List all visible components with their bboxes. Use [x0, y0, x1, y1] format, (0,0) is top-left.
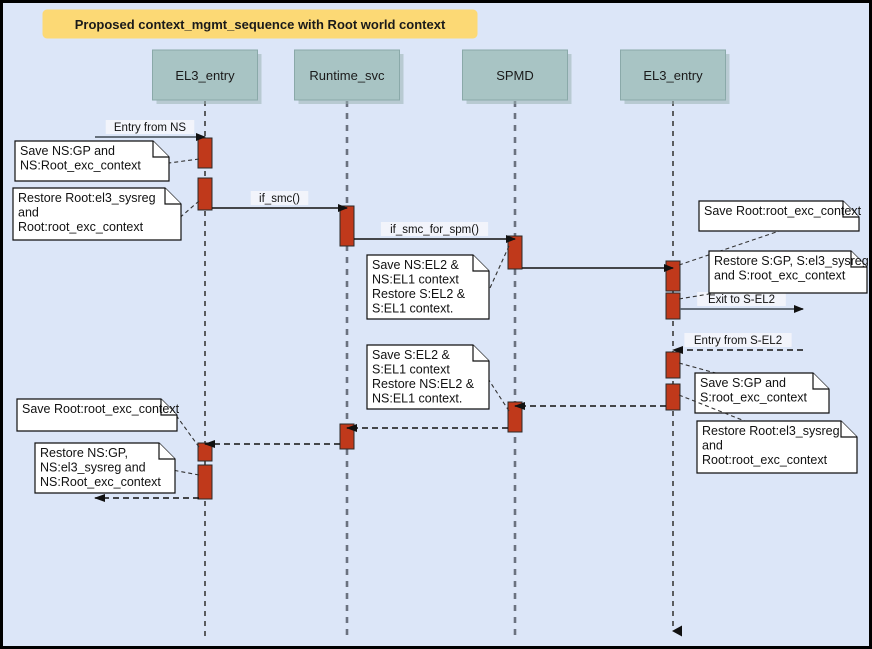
note-connector [168, 158, 200, 164]
note-connector [488, 245, 510, 291]
activation-bar [197, 177, 213, 211]
note-fold-corner [472, 345, 489, 362]
message-label-m1: Entry from NS [114, 122, 187, 134]
note-line: NS:EL1 context [372, 273, 459, 287]
participant-box-spmd[interactable] [462, 49, 568, 101]
participant-label-spmd: SPMD [496, 68, 534, 83]
note-line: and [702, 439, 723, 453]
note-line: Restore NS:EL2 & [372, 377, 475, 391]
note-fold-corner [472, 255, 489, 272]
message-label-bg [697, 292, 786, 306]
activation-bar [665, 260, 681, 292]
message-label-bg [380, 222, 489, 236]
note-line: Save S:GP and [700, 376, 786, 390]
participant-label-el3_left: EL3_entry [175, 68, 235, 83]
note-body [12, 187, 182, 241]
activation-bar [665, 351, 681, 379]
message-label-bg [105, 120, 195, 134]
note-fold-corner [840, 421, 857, 438]
message-label-m6: Entry from S-EL2 [694, 335, 782, 347]
participant-label-el3_right: EL3_entry [643, 68, 703, 83]
note-body [708, 250, 868, 294]
note-line: Root:root_exc_context [702, 453, 828, 467]
note-line: Root:root_exc_context [18, 220, 144, 234]
participant-box-el3_right[interactable] [620, 49, 726, 101]
note-line: and [18, 206, 39, 220]
note-line: Save NS:EL2 & [372, 258, 460, 272]
note-body [698, 200, 860, 232]
note-line: Restore Root:el3_sysreg [18, 191, 156, 205]
note-line: NS:el3_sysreg and [40, 461, 146, 475]
note-connector [488, 379, 510, 412]
note-fold-corner [842, 201, 859, 218]
note-fold-corner [152, 141, 169, 158]
note-line: S:EL1 context. [372, 302, 453, 316]
note-line: NS:EL1 context. [372, 392, 462, 406]
note-fold-corner [158, 443, 175, 460]
note-line: S:EL1 context [372, 363, 450, 377]
note-connector [176, 416, 200, 448]
note-body [14, 140, 170, 182]
message-label-m2: if_smc() [259, 193, 300, 205]
note-connector [678, 394, 818, 451]
notes-layer: Save NS:GP andNS:Root_exc_contextRestore… [12, 140, 869, 494]
title-banner [42, 9, 478, 39]
participant-box-runtime_svc[interactable] [294, 49, 400, 101]
note-body [366, 344, 490, 410]
note-line: S:root_exc_context [700, 391, 808, 405]
note-fold-corner [812, 373, 829, 390]
activation-bar [197, 464, 213, 500]
activations-layer [197, 137, 681, 500]
activation-bar [507, 235, 523, 270]
activation-bar [665, 292, 681, 320]
message-label-bg [250, 191, 309, 205]
note-body [34, 442, 176, 494]
diagram-title: Proposed context_mgmt_sequence with Root… [42, 9, 478, 39]
note-body [694, 372, 830, 414]
note-line: NS:Root_exc_context [40, 475, 161, 489]
note-body [696, 420, 858, 474]
note-line: NS:Root_exc_context [20, 159, 141, 173]
note-line: Save S:EL2 & [372, 348, 450, 362]
note-line: Restore NS:GP, [40, 446, 128, 460]
activation-bar [339, 205, 355, 247]
note-line: Save Root:root_exc_context [704, 204, 862, 218]
note-fold-corner [160, 399, 177, 416]
note-line: Restore S:GP, S:el3_sysreg [714, 254, 869, 268]
participant-label-runtime_svc: Runtime_svc [309, 68, 385, 83]
note-connector [180, 200, 200, 218]
note-fold-corner [164, 188, 181, 205]
diagram-title-text: Proposed context_mgmt_sequence with Root… [75, 17, 446, 32]
note-body [16, 398, 178, 432]
message-label-m5: Exit to S-EL2 [708, 294, 775, 306]
note-line: and S:root_exc_context [714, 269, 846, 283]
activation-bar [665, 383, 681, 411]
note-fold-corner [850, 251, 867, 268]
message-label-bg [684, 333, 792, 347]
activation-bar [197, 442, 213, 462]
note-connector [174, 469, 200, 476]
activation-bar [197, 137, 213, 169]
note-line: Restore Root:el3_sysreg [702, 424, 840, 438]
note-connector [678, 216, 820, 266]
note-line: Restore S:EL2 & [372, 287, 466, 301]
sequence-diagram-svg: Proposed context_mgmt_sequence with Root… [12, 9, 869, 639]
participants-layer: EL3_entry Runtime_svc SPMD EL3_entry [152, 49, 730, 104]
note-line: Save NS:GP and [20, 144, 115, 158]
participant-box-el3_left[interactable] [152, 49, 258, 101]
message-label-m3: if_smc_for_spm() [390, 224, 479, 236]
note-line: Save Root:root_exc_context [22, 402, 180, 416]
messages-layer: Entry from NS if_smc() if_smc_for_spm() Exi… [94, 120, 804, 502]
note-body [366, 254, 490, 320]
